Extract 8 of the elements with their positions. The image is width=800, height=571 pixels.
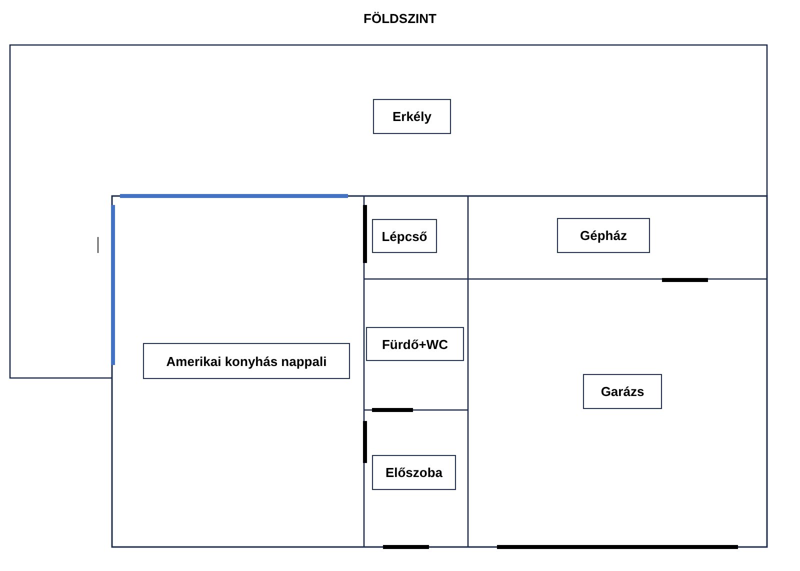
room-label: Fürdő+WC [366,327,464,361]
room-label: Lépcső [372,219,437,253]
plan-title: FÖLDSZINT [362,11,438,26]
room-label: Garázs [583,374,662,409]
room-label: Gépház [557,218,650,253]
room-label: Előszoba [372,455,456,490]
room-label: Erkély [373,99,451,134]
room-label: Amerikai konyhás nappali [143,343,350,379]
